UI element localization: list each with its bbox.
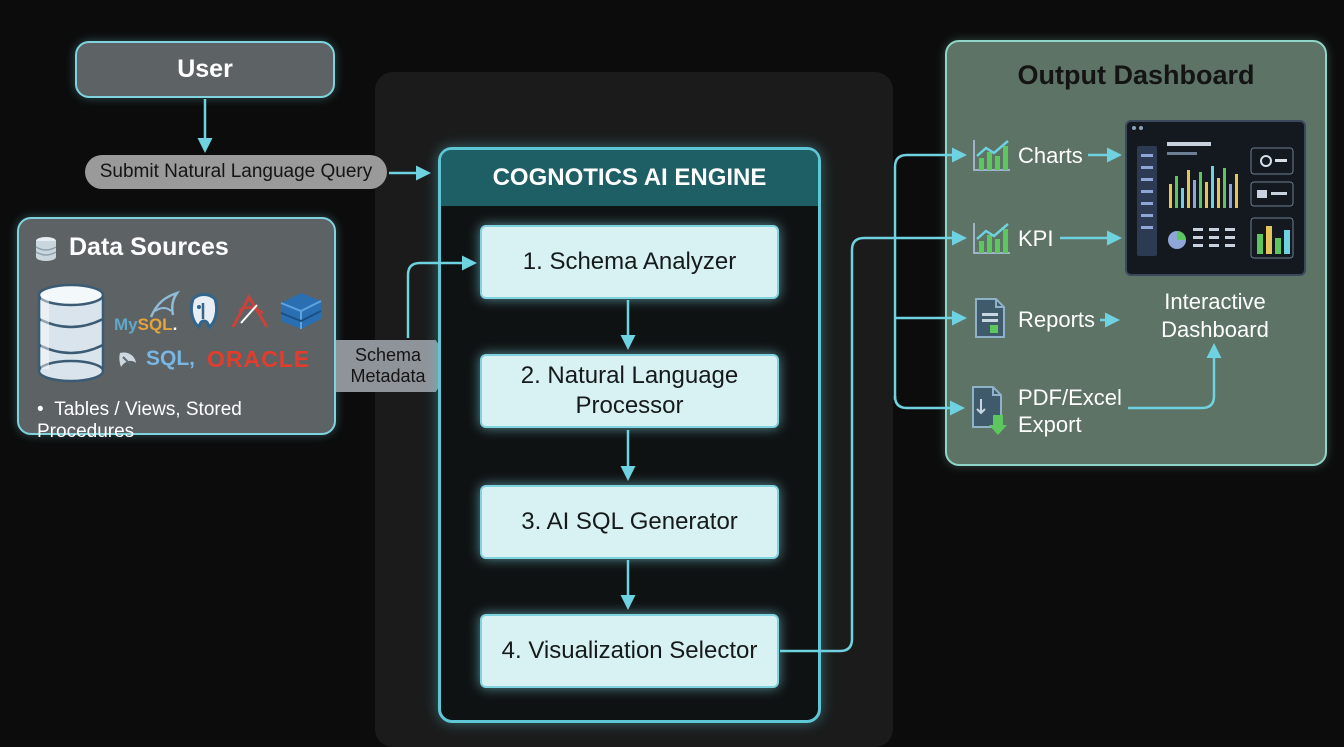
output-export-label: PDF/Excel Export bbox=[1018, 384, 1122, 438]
data-sources-bullet: • Tables / Views, Stored Procedures bbox=[37, 399, 242, 442]
azure-database-icon bbox=[280, 293, 322, 329]
output-export-label-line2: Export bbox=[1018, 412, 1082, 437]
kpi-chart-icon bbox=[973, 223, 1010, 254]
interactive-dashboard-label: Interactive Dashboard bbox=[1152, 288, 1278, 344]
step-2-label-line1: 2. Natural Language bbox=[520, 362, 739, 389]
chart-icon bbox=[973, 140, 1010, 171]
step-natural-language-processor: 2. Natural Language Processor bbox=[480, 354, 779, 428]
ai-engine-title: COGNOTICS AI ENGINE bbox=[492, 164, 767, 191]
step-4-label: 4. Visualization Selector bbox=[501, 637, 758, 664]
interactive-dashboard-line1: Interactive bbox=[1164, 289, 1266, 314]
step-3-label: 3. AI SQL Generator bbox=[521, 508, 738, 535]
output-export-label-line1: PDF/Excel bbox=[1018, 385, 1122, 410]
dashboard-preview bbox=[1125, 120, 1306, 276]
data-sources-panel: Data Sources MySQL. SQL, ORACLE • Tables… bbox=[17, 217, 336, 442]
mssql-icon bbox=[231, 293, 269, 328]
schema-metadata-line1: Schema bbox=[354, 345, 422, 365]
postgresql-icon bbox=[189, 293, 219, 330]
mysql-logo-dot: . bbox=[172, 315, 178, 334]
output-dashboard-title: Output Dashboard bbox=[1017, 60, 1255, 90]
export-download-icon bbox=[972, 386, 1007, 435]
submit-query-label: Submit Natural Language Query bbox=[85, 155, 387, 189]
schema-metadata-tag: Schema Metadata bbox=[336, 340, 452, 392]
user-node: User bbox=[75, 41, 335, 98]
mysql-logo-sql: SQL bbox=[137, 315, 173, 334]
data-sources-title: Data Sources bbox=[69, 233, 229, 261]
output-kpi-label: KPI bbox=[1018, 226, 1054, 251]
document-icon bbox=[975, 298, 1005, 338]
output-dashboard-panel: Output Dashboard Charts KPI Reports PDF/… bbox=[945, 40, 1327, 466]
step-visualization-selector: 4. Visualization Selector bbox=[480, 614, 779, 688]
oracle-logo: ORACLE bbox=[207, 346, 311, 372]
database-icon bbox=[35, 237, 57, 261]
submit-query-text: Submit Natural Language Query bbox=[99, 161, 373, 182]
database-stack-icon bbox=[37, 283, 105, 383]
interactive-dashboard-line2: Dashboard bbox=[1161, 317, 1269, 342]
dolphin-icon bbox=[149, 290, 181, 318]
step-ai-sql-generator: 3. AI SQL Generator bbox=[480, 485, 779, 559]
ai-engine-header: COGNOTICS AI ENGINE bbox=[441, 150, 818, 206]
step-2-label-line2: Processor bbox=[575, 392, 684, 419]
schema-metadata-line2: Metadata bbox=[350, 366, 426, 386]
user-label: User bbox=[177, 55, 233, 83]
sql-server-icon bbox=[119, 352, 136, 367]
data-sources-bullet-text: Tables / Views, Stored Procedures bbox=[37, 399, 242, 442]
mysql-logo-my: My bbox=[114, 315, 138, 334]
output-reports-label: Reports bbox=[1018, 307, 1096, 332]
mysql-logo: MySQL. bbox=[114, 315, 177, 335]
step-1-label: 1. Schema Analyzer bbox=[522, 248, 737, 275]
sql-logo: SQL, bbox=[146, 347, 196, 370]
step-schema-analyzer: 1. Schema Analyzer bbox=[480, 225, 779, 299]
output-charts-label: Charts bbox=[1018, 143, 1083, 168]
dashboard-preview-graphic bbox=[1132, 126, 1294, 259]
